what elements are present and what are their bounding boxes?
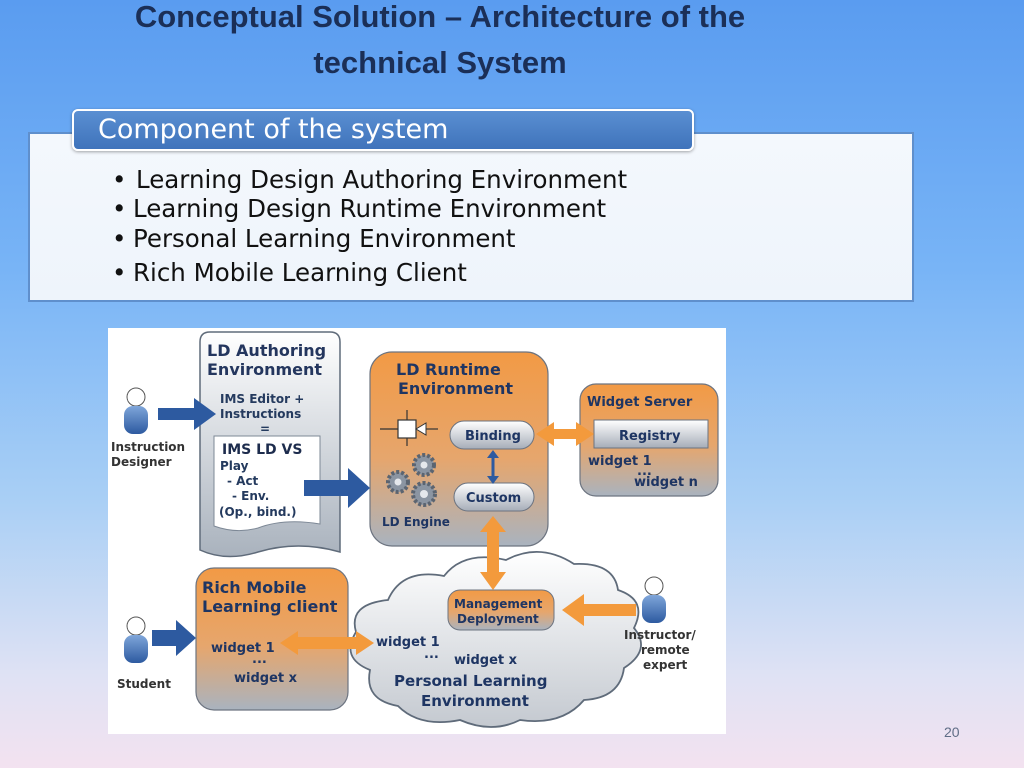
title-line-1: Conceptual Solution – Architecture of th… xyxy=(134,0,746,34)
student-label: Student xyxy=(117,677,171,691)
authoring-title-1: LD Authoring xyxy=(207,341,326,360)
instructor-label-1: Instructor/ xyxy=(624,628,696,642)
play-label: Play xyxy=(220,459,249,473)
list-item: •Learning Design Runtime Environment xyxy=(112,194,607,223)
ims-editor-label: IMS Editor + xyxy=(220,392,304,406)
instruction-designer-label-2: Designer xyxy=(111,455,172,469)
designer-to-authoring-arrow xyxy=(158,398,216,430)
instruction-designer-label-1: Instruction xyxy=(111,440,185,454)
instructor-label-2: remote xyxy=(641,643,690,657)
runtime-registry-arrow xyxy=(536,422,594,446)
mobile-ple-arrow xyxy=(280,631,374,655)
ld-engine-label: LD Engine xyxy=(382,515,450,529)
authoring-environment-box: LD Authoring Environment IMS Editor + In… xyxy=(199,331,341,558)
gear-icon xyxy=(386,453,437,507)
widget-server-box: Widget Server Registry widget 1 ... widg… xyxy=(579,383,719,497)
architecture-diagram: LD Authoring Environment IMS Editor + In… xyxy=(108,328,726,734)
ple-title-1: Personal Learning xyxy=(394,672,547,690)
engine-node-icon xyxy=(380,410,438,446)
mobile-widget-1: widget 1 xyxy=(211,641,275,656)
management-label: Management xyxy=(454,597,543,611)
widget-server-dots: ... xyxy=(637,464,652,479)
personal-learning-environment-cloud: Management Deployment widget 1 ... widge… xyxy=(349,551,642,728)
instruction-designer-icon: Instruction Designer xyxy=(111,387,185,469)
ple-title-2: Environment xyxy=(421,692,529,710)
binding-label: Binding xyxy=(465,429,521,444)
instructions-label: Instructions xyxy=(220,407,301,421)
op-bind-label: (Op., bind.) xyxy=(219,505,296,519)
ims-ld-vs-title: IMS LD VS xyxy=(222,442,302,458)
equals-label: = xyxy=(260,422,270,436)
instructor-icon: Instructor/ remote expert xyxy=(624,576,696,672)
registry-label: Registry xyxy=(619,429,681,444)
bullet-text: Rich Mobile Learning Client xyxy=(133,258,467,287)
mobile-title-2: Learning client xyxy=(202,597,338,616)
bullet-text: Learning Design Authoring Environment xyxy=(136,165,628,194)
slide-title: Conceptual Solution – Architecture of th… xyxy=(60,0,820,86)
bullet-text: Learning Design Runtime Environment xyxy=(133,194,607,223)
widget-server-title: Widget Server xyxy=(587,395,693,410)
title-line-2: technical System xyxy=(313,45,567,80)
components-header-label: Component of the system xyxy=(98,114,449,145)
list-item: •Rich Mobile Learning Client xyxy=(112,258,467,287)
custom-label: Custom xyxy=(466,491,521,506)
instructor-to-management-arrow xyxy=(562,594,636,626)
widget-server-widget-1: widget 1 xyxy=(588,454,652,469)
student-icon: Student xyxy=(117,616,171,691)
runtime-title-2: Environment xyxy=(398,379,513,398)
runtime-environment-box: LD Runtime Environment Binding xyxy=(369,351,549,547)
page-number: 20 xyxy=(944,724,960,740)
runtime-title-1: LD Runtime xyxy=(396,360,501,379)
env-label: - Env. xyxy=(232,489,269,503)
custom-management-arrow xyxy=(480,516,506,590)
mobile-title-1: Rich Mobile xyxy=(202,578,307,597)
bullet-text: Personal Learning Environment xyxy=(133,224,516,253)
components-header: Component of the system xyxy=(72,109,694,151)
list-item: •Learning Design Authoring Environment xyxy=(112,165,628,194)
deployment-label: Deployment xyxy=(457,612,539,626)
instructor-label-3: expert xyxy=(643,658,688,672)
widget-server-widget-n: widget n xyxy=(634,475,698,490)
authoring-title-2: Environment xyxy=(207,360,322,379)
list-item: •Personal Learning Environment xyxy=(112,224,516,253)
mobile-widget-x: widget x xyxy=(234,671,298,686)
ple-widget-x: widget x xyxy=(454,653,518,668)
student-to-mobile-arrow xyxy=(152,620,196,656)
mobile-dots: ... xyxy=(252,652,267,667)
ple-widget-1: widget 1 xyxy=(376,635,440,650)
binding-custom-arrow xyxy=(487,450,499,484)
components-box: •Learning Design Authoring Environment •… xyxy=(28,132,914,302)
act-label: - Act xyxy=(227,474,259,488)
authoring-to-runtime-arrow xyxy=(304,468,370,508)
ple-dots: ... xyxy=(424,647,439,662)
